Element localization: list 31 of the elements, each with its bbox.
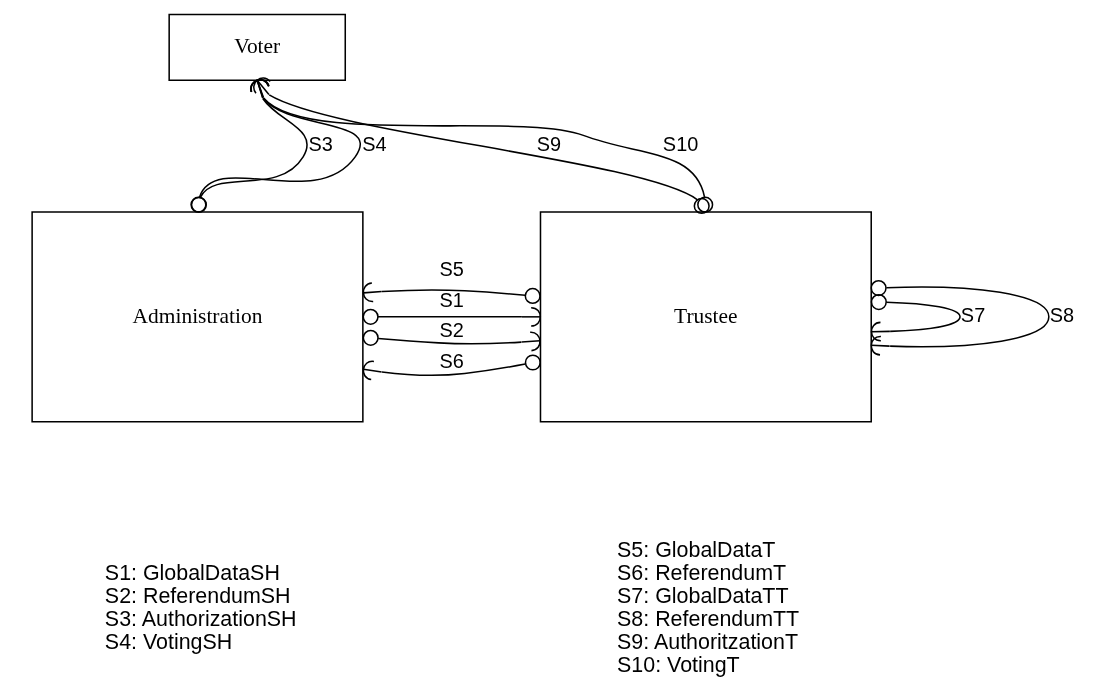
label: S1: GlobalDataSH — [104, 560, 280, 585]
connector — [362, 306, 542, 327]
edge-label: S5 — [439, 258, 464, 281]
node-box: Trustee — [539, 211, 872, 423]
connector — [362, 354, 541, 381]
label: S6: ReferendumT — [617, 560, 787, 585]
edge-label: S7 — [960, 304, 986, 327]
label: S10: VotingT — [617, 652, 740, 677]
edge-label: S9 — [536, 133, 562, 156]
label: S9: AuthoritzationT — [617, 629, 799, 654]
edge-label: S6 — [439, 349, 464, 372]
connector — [870, 293, 961, 342]
connector — [190, 79, 361, 213]
node-box: Voter — [168, 13, 347, 82]
edge-label: S2 — [439, 319, 464, 342]
connector — [870, 279, 1050, 356]
label: S4: VotingSH — [104, 629, 233, 654]
label: S7: GlobalDataTT — [617, 583, 789, 608]
connector — [190, 79, 308, 213]
edge-label: S4 — [362, 133, 387, 156]
node-box: Administration — [31, 211, 364, 423]
connector — [362, 329, 541, 352]
edge-label: S8 — [1049, 304, 1075, 327]
label: S8: ReferendumTT — [617, 606, 800, 631]
label: S2: ReferendumSH — [104, 583, 291, 608]
label: S5: GlobalDataT — [617, 537, 776, 562]
edge-label: S1 — [439, 288, 464, 311]
label: S3: AuthorizationSH — [104, 606, 297, 631]
edge-label: S10 — [662, 133, 699, 156]
connector — [362, 282, 541, 304]
edge-label: S3 — [308, 133, 333, 156]
